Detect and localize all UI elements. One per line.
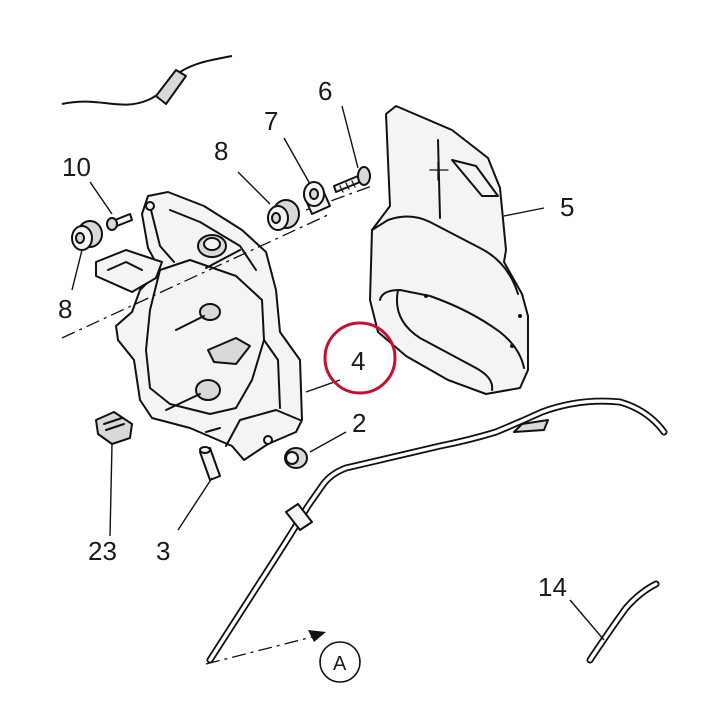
bracket	[95, 249, 163, 293]
cable-14	[586, 580, 660, 664]
callout-2: 2	[352, 408, 366, 438]
callout-6: 6	[318, 76, 332, 106]
connector-part-23	[95, 411, 133, 445]
callout-23: 23	[88, 536, 117, 566]
callout-4: 4	[351, 346, 365, 376]
screw-part-6	[333, 166, 371, 193]
leader-lines	[71, 105, 605, 641]
reference-arrow	[205, 630, 326, 665]
plug-part-3	[199, 446, 221, 481]
screw-part-10	[106, 213, 133, 231]
callout-7: 7	[264, 106, 278, 136]
cable-top-left	[61, 55, 233, 106]
cable-main	[206, 397, 668, 664]
callout-3: 3	[156, 536, 170, 566]
callout-8-left: 8	[58, 294, 72, 324]
grommet-part-8-left	[71, 220, 103, 251]
bushing-part-7	[303, 181, 331, 215]
grommet-part-2	[284, 447, 308, 469]
reference-a-circle: A	[319, 641, 361, 683]
callout-5: 5	[560, 192, 574, 222]
callout-8-top: 8	[214, 136, 228, 166]
callout-4-highlight-ring	[323, 321, 397, 395]
ref-a-label: A	[333, 653, 347, 675]
grommet-part-8-top	[267, 199, 300, 231]
callout-10: 10	[62, 152, 91, 182]
cover-part-5	[369, 105, 529, 395]
housing-part-4	[115, 191, 303, 461]
callout-14: 14	[538, 572, 567, 602]
